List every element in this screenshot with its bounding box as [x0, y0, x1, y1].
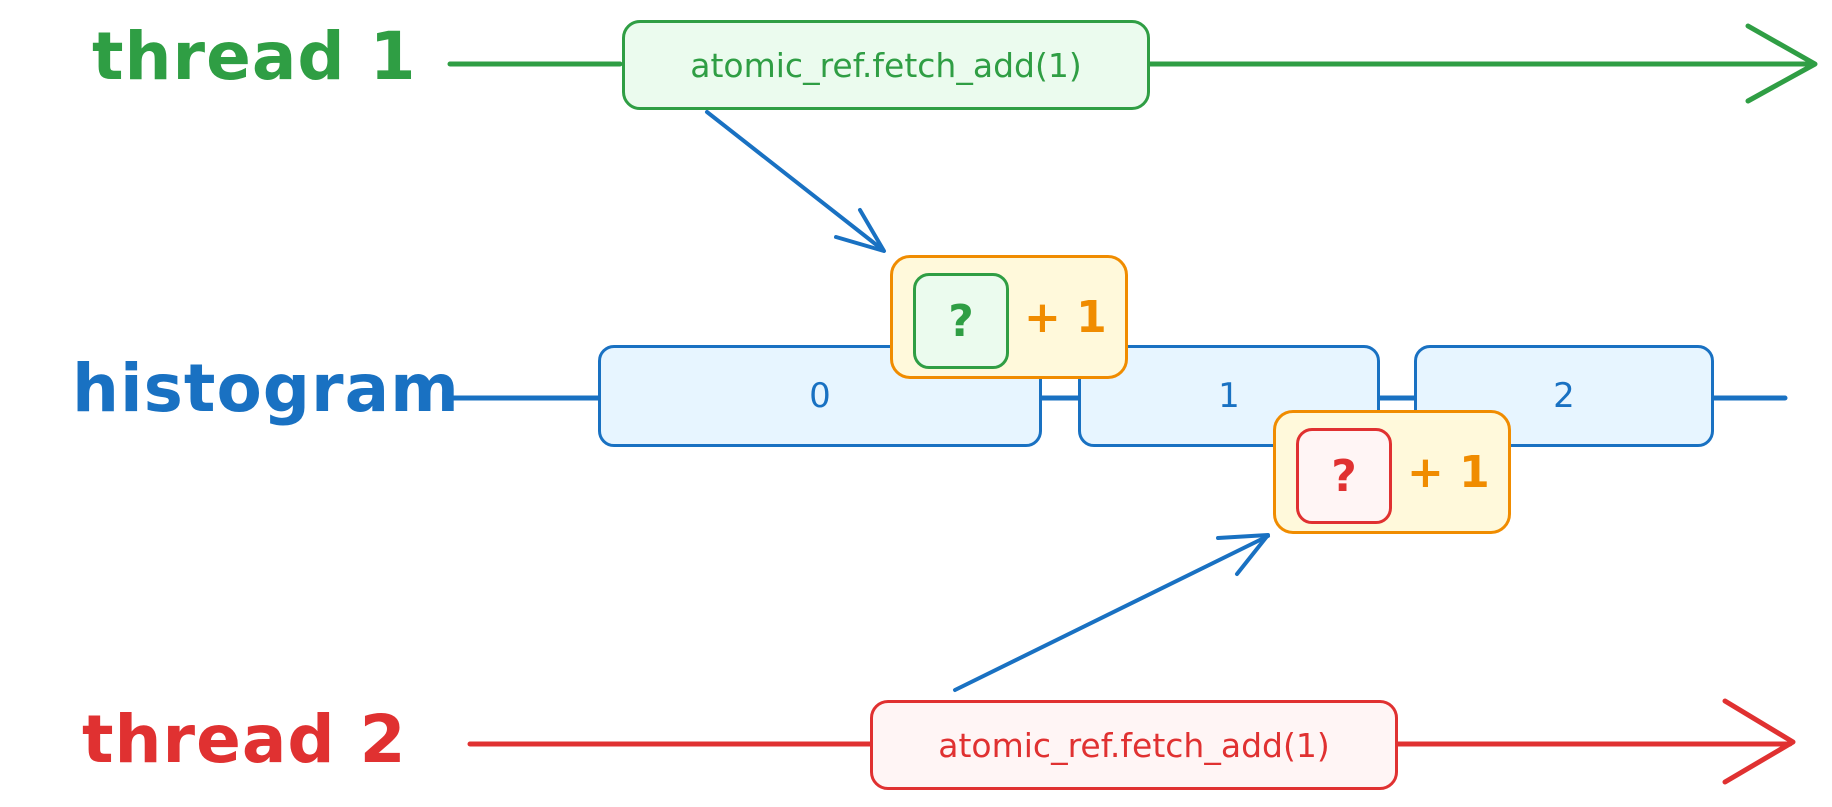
thread2-load-arrow	[953, 533, 1270, 692]
thread2-fetch-add-op: atomic_ref.fetch_add(1)	[870, 700, 1398, 790]
histogram-label: histogram	[72, 350, 460, 427]
thread1-increment-box: ? + 1	[890, 255, 1128, 379]
thread2-timeline	[467, 698, 1796, 785]
thread1-addend: + 1	[1024, 292, 1107, 343]
thread2-unknown-value: ?	[1296, 428, 1392, 524]
thread1-timeline	[447, 23, 1818, 104]
thread1-load-arrow	[705, 110, 886, 253]
thread1-arrowhead	[1745, 23, 1818, 104]
thread2-addend: + 1	[1407, 447, 1490, 498]
thread1-fetch-add-op: atomic_ref.fetch_add(1)	[622, 20, 1150, 110]
thread2-arrowhead	[1722, 698, 1796, 785]
thread2-label: thread 2	[82, 701, 407, 778]
thread2-increment-box: ? + 1	[1273, 410, 1511, 534]
thread1-unknown-value: ?	[913, 273, 1009, 369]
thread1-label: thread 1	[92, 18, 417, 95]
